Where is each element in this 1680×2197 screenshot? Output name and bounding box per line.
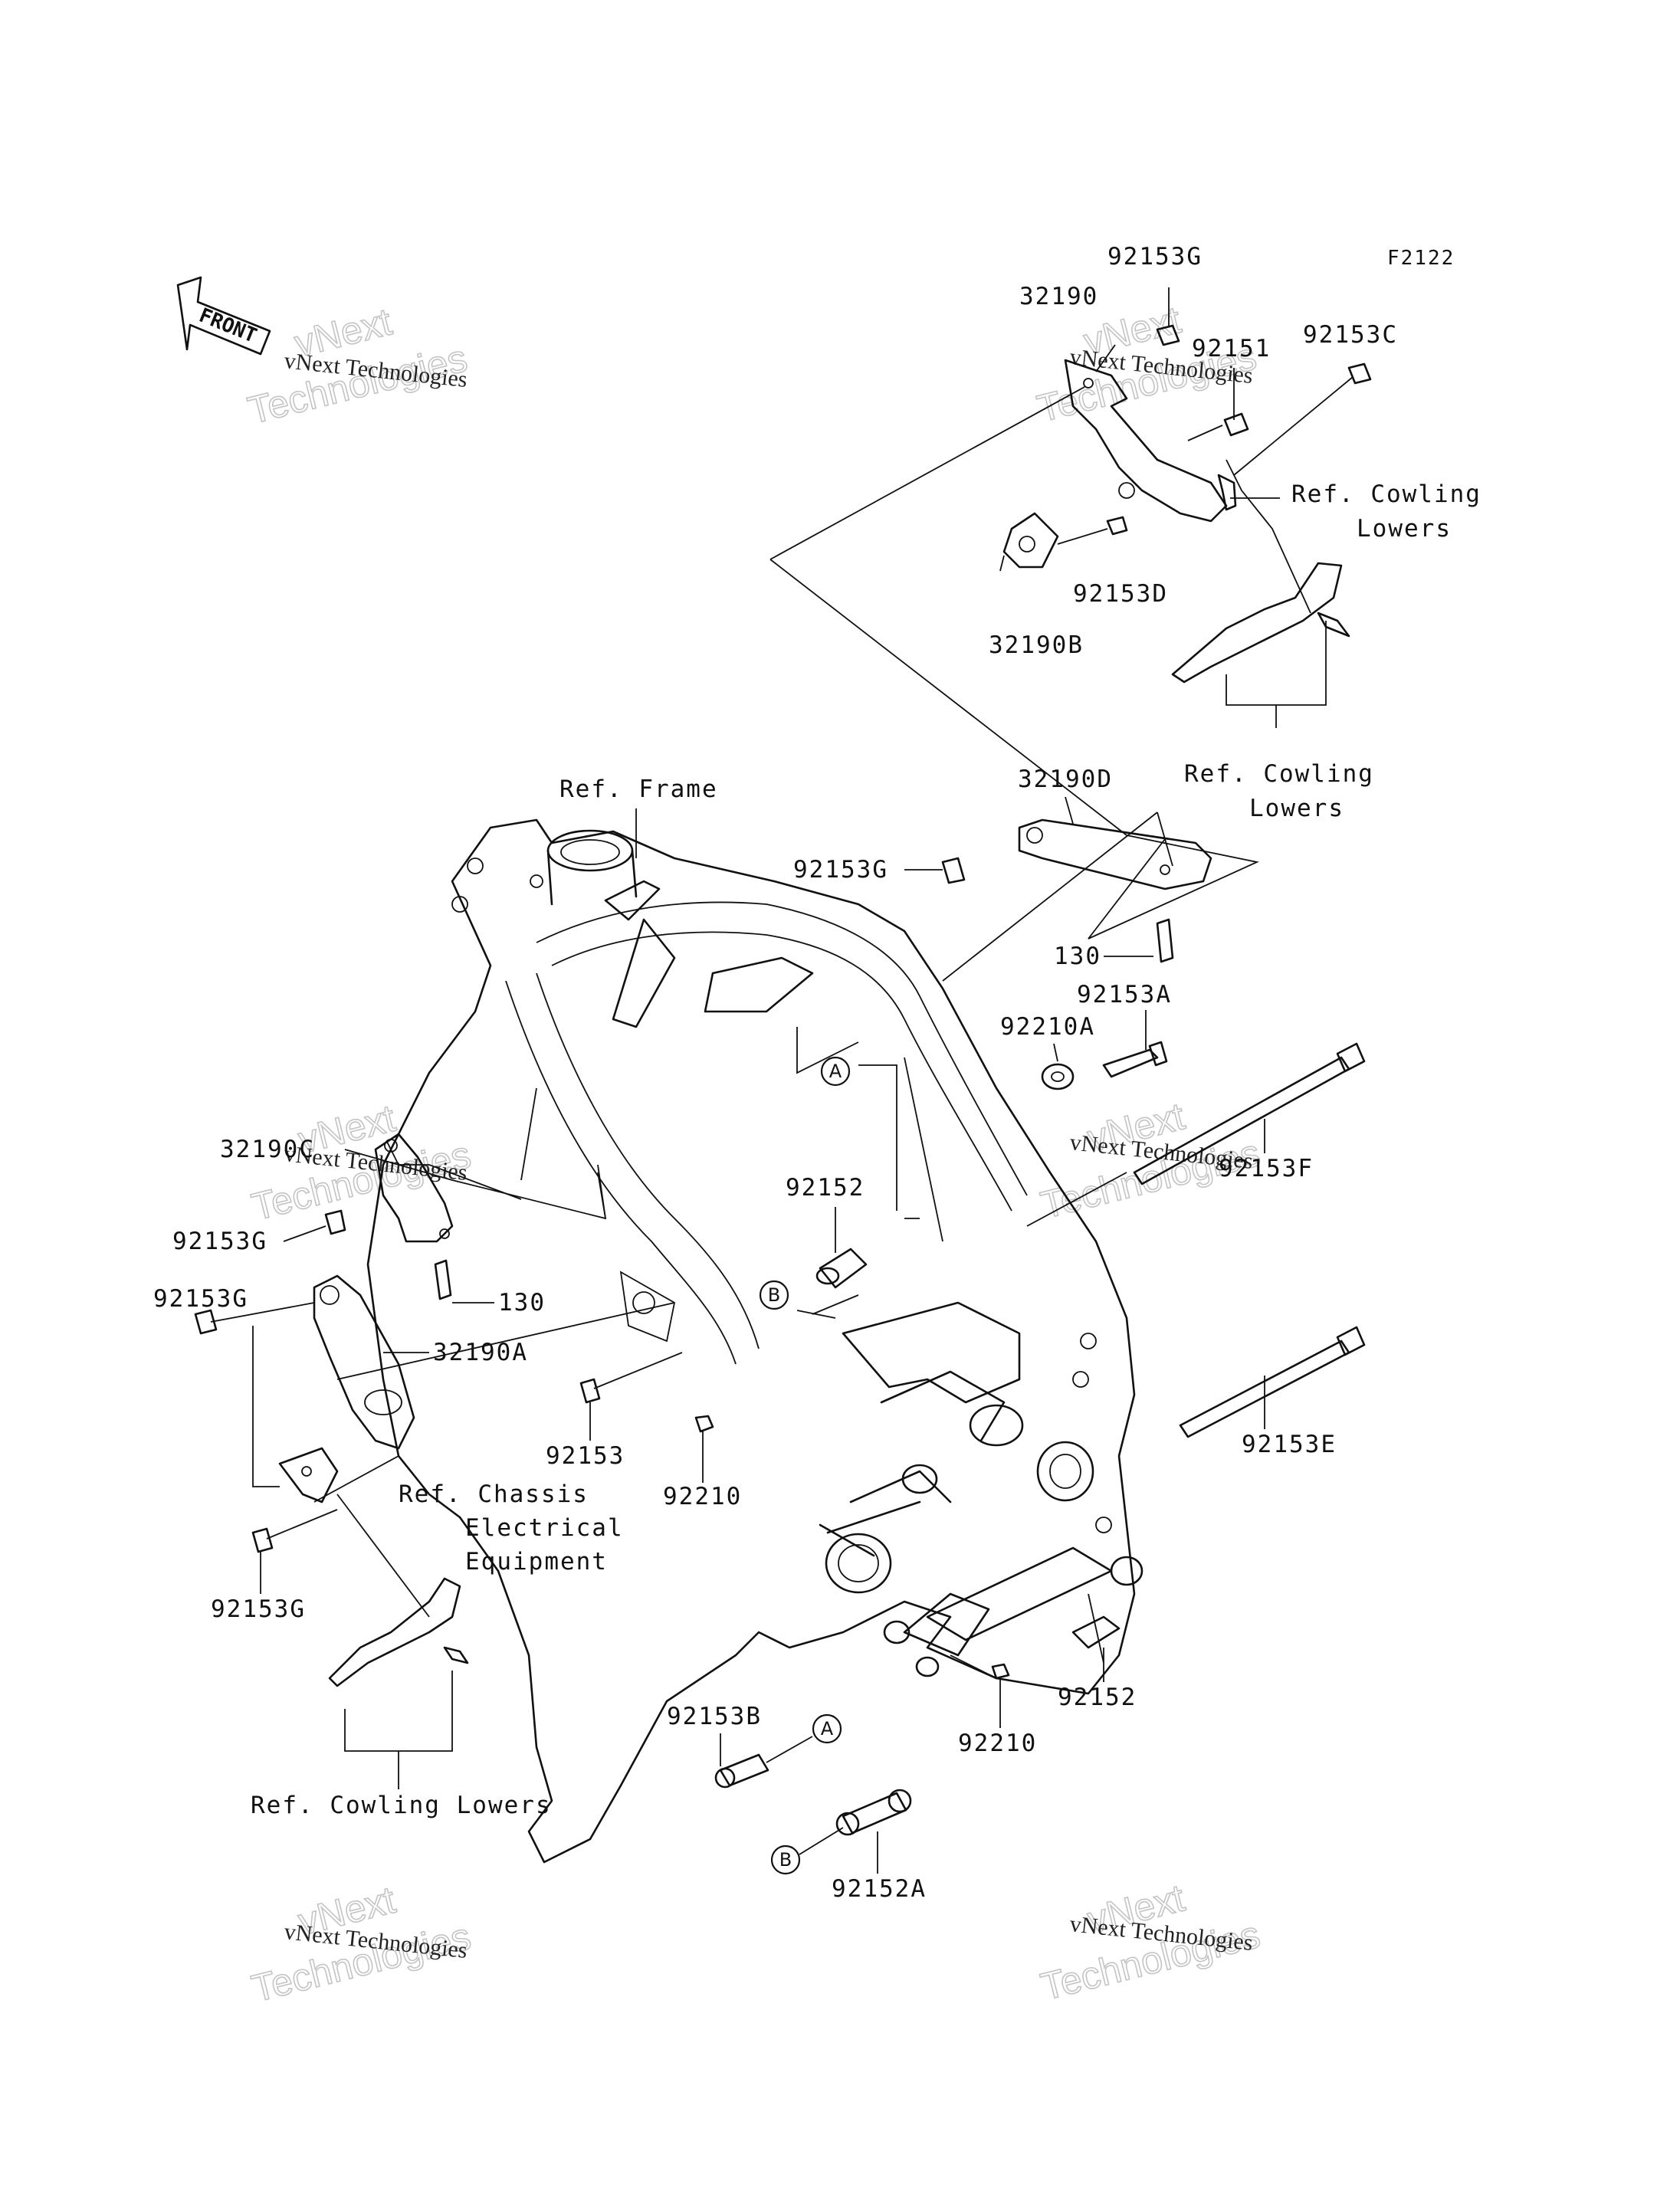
cowling-bracket-top-right	[1171, 562, 1350, 684]
bracket-32190D	[1018, 818, 1212, 890]
label-130-left: 130	[498, 1289, 546, 1317]
bolt-92153G-left3	[251, 1509, 338, 1553]
nut-92210-bottom	[991, 1663, 1010, 1680]
figure-code: F2122	[1387, 247, 1455, 270]
svg-text:A: A	[821, 1718, 834, 1740]
svg-text:B: B	[779, 1849, 792, 1871]
callout-A-bottom	[812, 1713, 842, 1744]
bolt-92151	[1187, 412, 1249, 441]
bolt-92153A	[1102, 1041, 1168, 1078]
bracket-ref-chassis	[278, 1447, 339, 1503]
label-ref-cowling-1b: Lowers	[1357, 515, 1452, 543]
label-92210-bottom: 92210	[958, 1730, 1037, 1757]
svg-text:A: A	[829, 1061, 842, 1082]
label-ref-cowling-3: Ref. Cowling Lowers	[251, 1792, 552, 1819]
callout-A-frame	[820, 1056, 851, 1087]
label-92152A: 92152A	[832, 1875, 927, 1903]
label-ref-cowling-2a: Ref. Cowling	[1184, 760, 1374, 788]
bolt-92153F	[1133, 1042, 1366, 1185]
label-92210-mid: 92210	[663, 1483, 742, 1510]
callout-B-bottom	[770, 1844, 801, 1875]
bolt-92153G-mid	[941, 857, 966, 884]
collar-92152-bottom	[1071, 1615, 1121, 1649]
label-92152-bottom: 92152	[1058, 1684, 1137, 1711]
label-92153G-mid: 92153G	[793, 856, 888, 884]
bolt-92153E	[1179, 1326, 1366, 1438]
callout-B-frame	[759, 1280, 789, 1310]
label-92153A: 92153A	[1077, 981, 1172, 1008]
nut-92210A	[1041, 1063, 1075, 1090]
collar-92152A	[835, 1789, 912, 1836]
bolt-130-left	[434, 1259, 452, 1300]
bolt-92153G-left2	[194, 1302, 315, 1335]
bolt-92153G-top	[1156, 324, 1180, 346]
label-92151: 92151	[1192, 335, 1271, 362]
label-92153G-top: 92153G	[1107, 243, 1203, 271]
label-92153G-left3: 92153G	[211, 1595, 306, 1623]
label-92153G-left2: 92153G	[153, 1285, 248, 1313]
collar-92153B	[714, 1753, 769, 1789]
label-92153F: 92153F	[1219, 1155, 1314, 1182]
cowling-bracket-bottom-left	[328, 1577, 469, 1687]
nut-92210-mid	[694, 1415, 714, 1433]
label-130-top: 130	[1054, 943, 1101, 970]
label-ref-cowling-2b: Lowers	[1249, 795, 1344, 822]
label-32190A: 32190A	[433, 1339, 528, 1366]
label-92153B: 92153B	[667, 1703, 762, 1730]
bolt-92153C	[1233, 362, 1372, 476]
bolt-92153G-left1	[324, 1209, 346, 1235]
label-92210A: 92210A	[1000, 1013, 1095, 1041]
clip-ref-cowling	[1217, 474, 1237, 511]
label-ref-chassis-c: Equipment	[465, 1548, 608, 1576]
label-ref-chassis-b: Electrical	[465, 1514, 624, 1542]
label-92153C: 92153C	[1303, 321, 1398, 349]
svg-text:B: B	[768, 1284, 780, 1306]
label-32190: 32190	[1019, 283, 1098, 310]
label-92153D: 92153D	[1073, 580, 1168, 608]
label-92153G-left1: 92153G	[172, 1228, 267, 1255]
label-ref-frame: Ref. Frame	[559, 776, 718, 803]
label-32190C: 32190C	[220, 1136, 315, 1163]
front-arrow-icon: FRONT	[176, 276, 271, 356]
bolt-130-top	[1156, 918, 1174, 963]
label-92153E: 92153E	[1242, 1431, 1337, 1458]
label-32190D: 32190D	[1018, 766, 1113, 793]
label-32190B: 32190B	[989, 631, 1084, 659]
bracket-32190	[1064, 359, 1228, 523]
bolt-92153	[579, 1352, 683, 1404]
bracket-32190A	[313, 1274, 415, 1450]
bolt-92153D	[1057, 516, 1128, 545]
bracket-32190C	[374, 1133, 454, 1243]
label-92153: 92153	[546, 1442, 625, 1470]
bracket-32190B	[1002, 512, 1059, 569]
label-ref-cowling-1a: Ref. Cowling	[1291, 480, 1481, 508]
main-frame	[366, 818, 1144, 1864]
label-ref-chassis-a: Ref. Chassis	[399, 1481, 589, 1508]
collar-92152-mid	[815, 1248, 868, 1289]
label-92152-mid: 92152	[786, 1174, 865, 1202]
